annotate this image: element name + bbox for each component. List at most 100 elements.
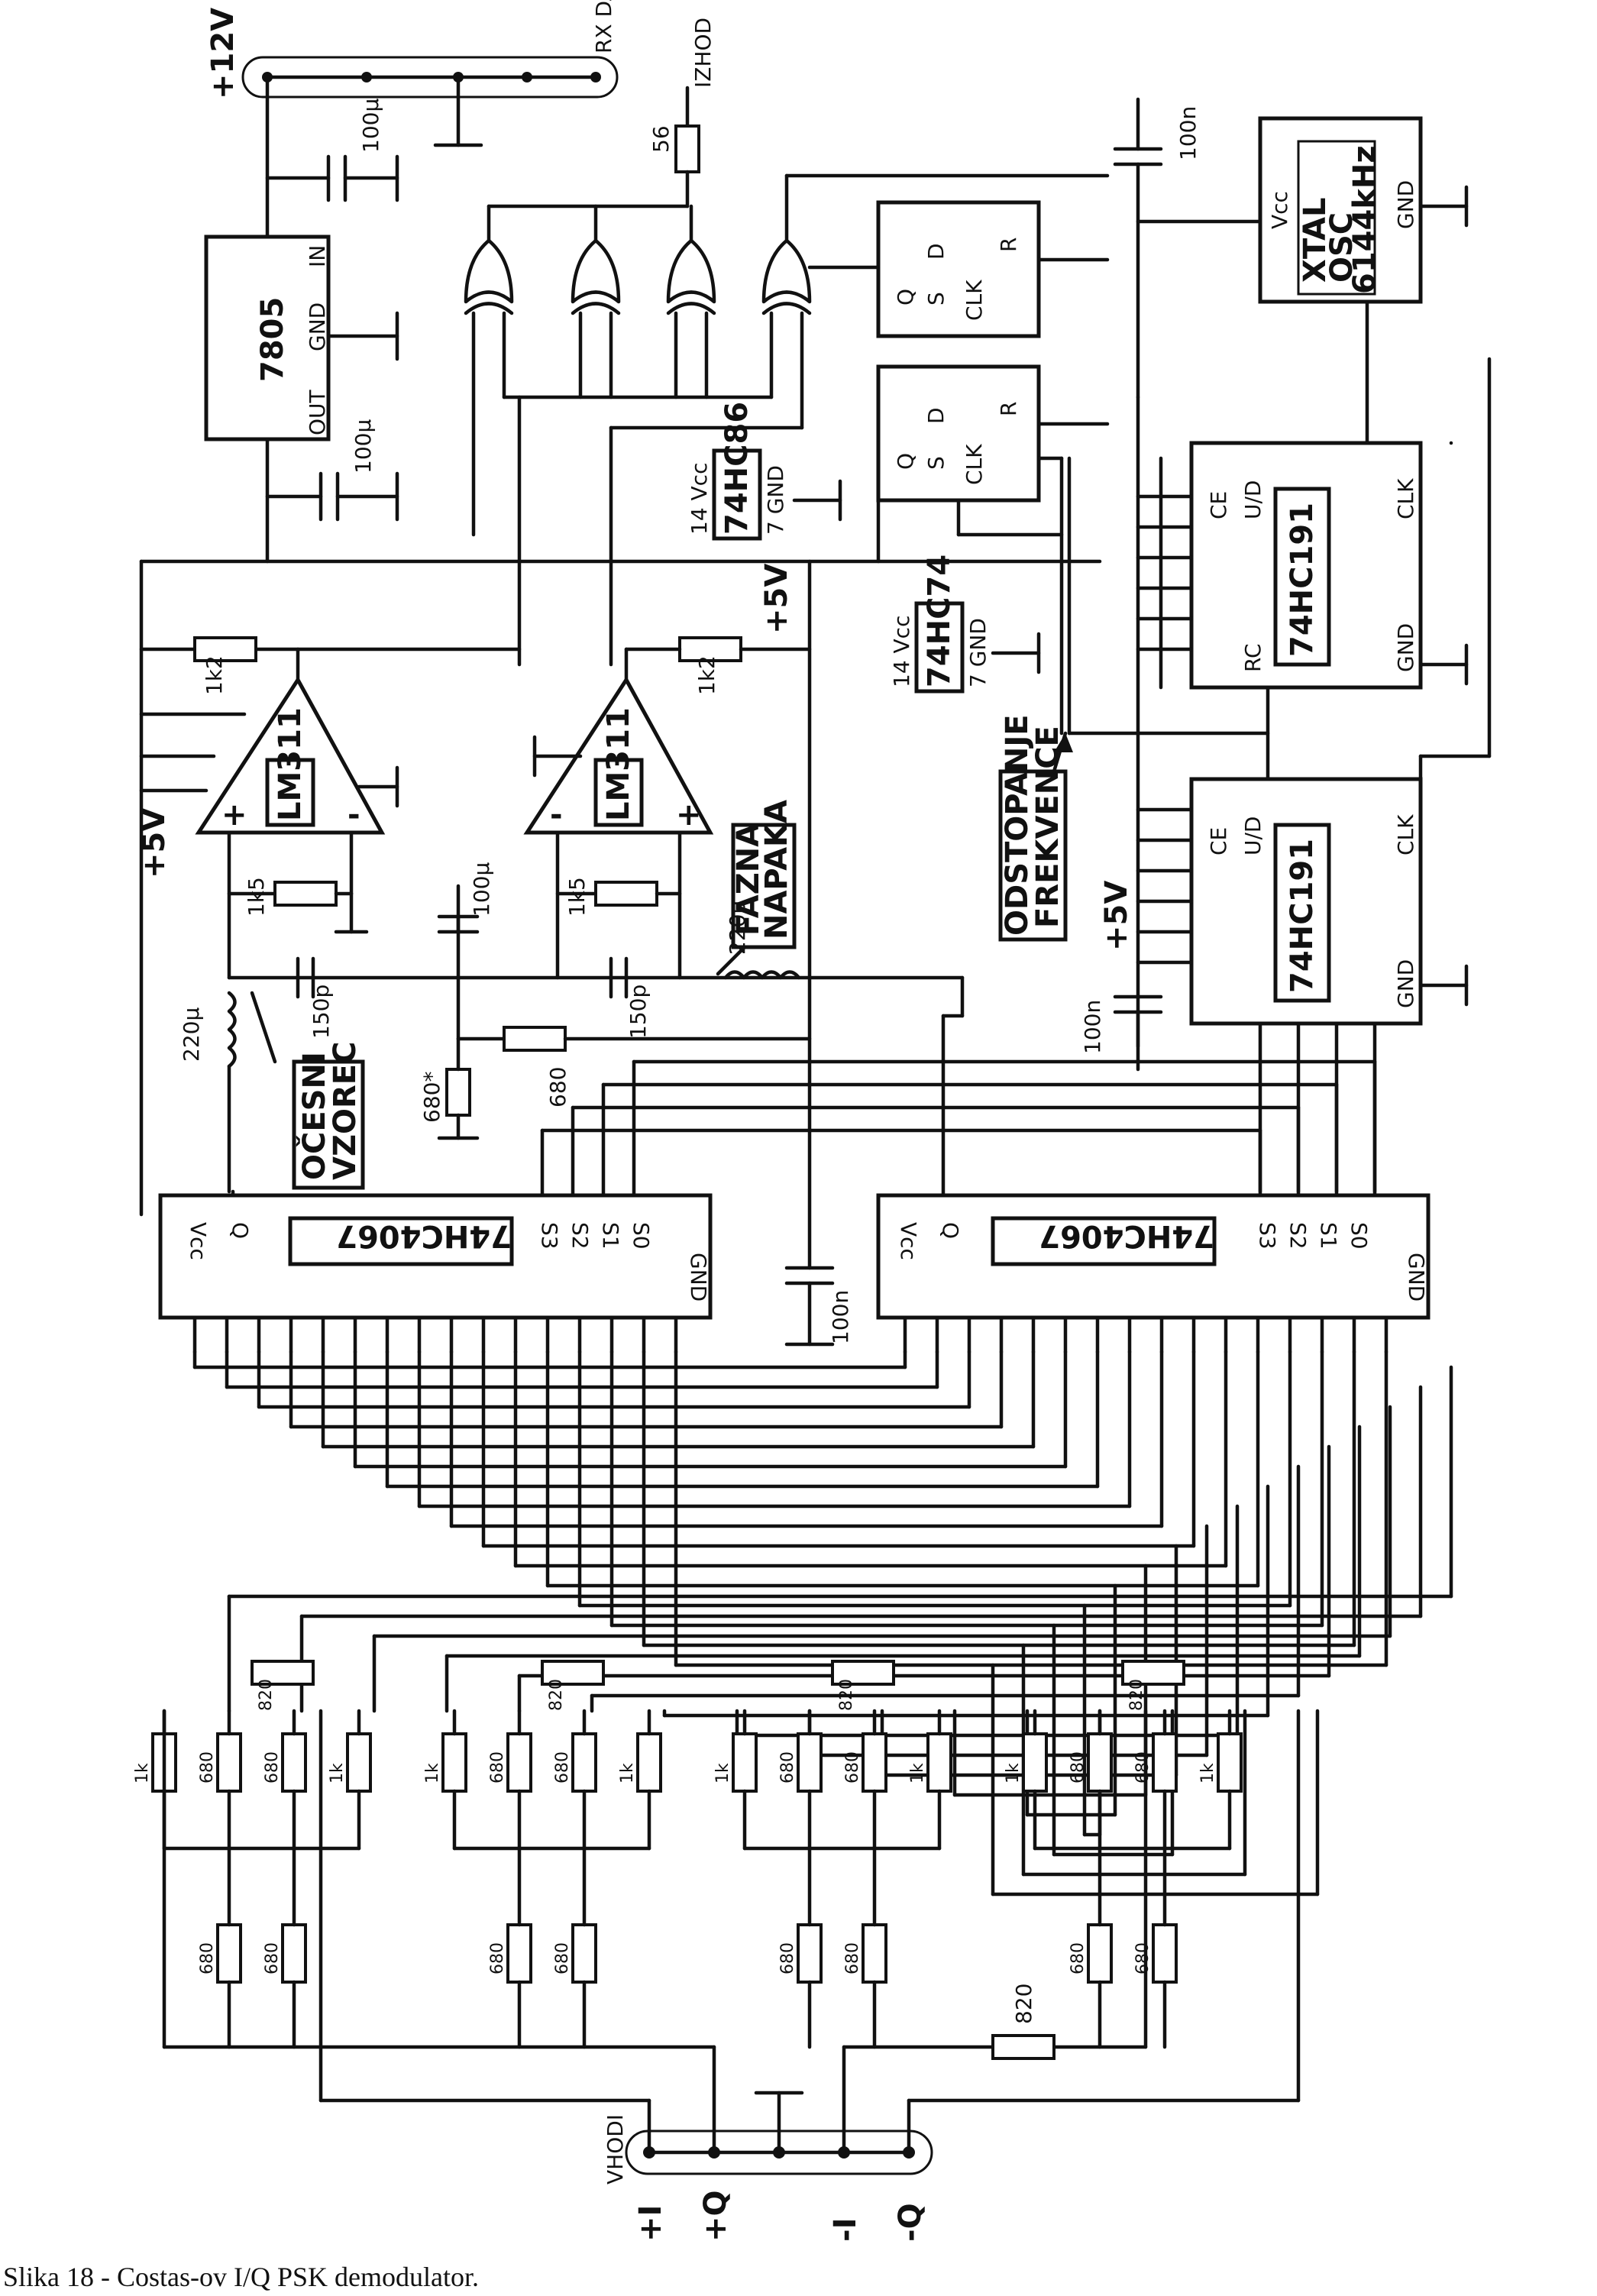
ladder-resistor-label: 680 (488, 1751, 507, 1783)
ff-ic-label: 74HC74 (922, 555, 957, 687)
osc-vcc: Vcc (1267, 191, 1292, 229)
l2-label: 220µ (725, 901, 750, 955)
xor-gates: 56 (464, 86, 1110, 667)
counter1-rc: RC (1240, 643, 1266, 672)
regulator-section: 100µ 7805 IN GND OUT 100µ (204, 75, 399, 564)
comparator-1: LM311 + - 1k2 1k5 (139, 636, 522, 980)
mux-74hc4067-2 (876, 1193, 1431, 1320)
mux1-gnd: GND (686, 1253, 711, 1302)
input-minus-i: -I (828, 2218, 863, 2242)
freq-dev-1: ODSTOPANJE (1000, 714, 1035, 936)
ladder-resistor-lower (862, 1923, 887, 1984)
ladder-resistor-upper (571, 1732, 597, 1793)
l1-label: 220µ (179, 1007, 204, 1062)
ff-vcc-label: 14 Vcc (889, 616, 914, 687)
mux2-vcc: Vcc (896, 1222, 921, 1260)
ladder-resistor-lower (216, 1923, 242, 1984)
ladder-resistor-label: 680 (263, 1751, 282, 1783)
resistor-820-input (991, 2034, 1056, 2060)
comp1-plus: + (221, 797, 247, 833)
c-dec3-label: 100n (828, 1290, 853, 1344)
plus12v-label: +12V (205, 8, 241, 99)
ladder-resistor-label: 680 (1133, 1751, 1152, 1783)
ladder-820-label: 820 (257, 1679, 276, 1711)
ladder-resistor-label: 680 (198, 1942, 217, 1974)
ladder-resistor-upper (1022, 1732, 1048, 1793)
counter1-clk: CLK (1393, 478, 1418, 519)
comparator-2: LM311 - + 1k2 1k5 (523, 636, 812, 980)
comp2-label: LM311 (601, 707, 636, 821)
resistor-56 (674, 125, 700, 173)
input-minus-q: -Q (893, 2203, 928, 2242)
ff2-r: R (996, 402, 1021, 416)
ff-gnd-label: 7 GND (965, 618, 991, 687)
ladder-resistor-upper (926, 1732, 952, 1793)
ladder-820-label: 820 (837, 1679, 856, 1711)
input-connector: VHODI +I +Q -I -Q 820 (162, 1709, 1301, 2242)
mux2-q: Q (938, 1222, 963, 1239)
ladder-resistor-upper (1087, 1732, 1113, 1793)
c150b-label: 150p (626, 985, 651, 1039)
center-5v-label: +5V (759, 564, 794, 634)
ladder-resistor-820 (1121, 1660, 1185, 1686)
mux-left: 74HC4067 Vcc Q S3 S2 S1 S0 GND (158, 1193, 713, 1320)
c-dec2-label: 100n (1080, 1000, 1105, 1054)
xor-gate-1 (464, 238, 514, 315)
mux2-label: 74HC4067 (1039, 1218, 1214, 1253)
r56-label: 56 (648, 125, 674, 153)
r680b-label: 680* (419, 1072, 445, 1123)
rx-data-label: RX DATA (RXD) (591, 0, 616, 53)
xor-gnd-label: 7 GND (763, 465, 788, 535)
sampled-1: OČESNI (296, 1052, 332, 1180)
phase-error-annotation: FAZNA NAPAKA (716, 800, 797, 976)
phase-error-2: NAPAKA (759, 800, 794, 939)
mux1-vcc: Vcc (186, 1222, 211, 1260)
ff1-clk: CLK (962, 280, 987, 321)
r1k5b-label: 1k5 (564, 877, 590, 917)
mux1-s2: S2 (567, 1222, 593, 1250)
ladder-resistor-label: 1k (713, 1763, 732, 1783)
resistor-680 (503, 1026, 567, 1052)
mux1-s0: S0 (629, 1222, 654, 1250)
xor-gate-2 (571, 238, 621, 315)
figure-caption: Slika 18 - Costas-ov I/Q PSK demodulator… (3, 2262, 479, 2292)
ff-ic-label-box (914, 601, 965, 694)
ladder-resistor-label: 680 (1068, 1751, 1088, 1783)
xor-vcc-label: 14 Vcc (687, 463, 712, 535)
c-dec1-label: 100n (1175, 106, 1201, 160)
mux2-s1: S1 (1316, 1222, 1341, 1250)
decoupling-cap-top: 100n (1113, 97, 1262, 399)
ladder-resistor-label: 680 (778, 1751, 797, 1783)
ff2-clk: CLK (962, 444, 987, 485)
ladder-resistor-upper (281, 1732, 307, 1793)
flipflop-2 (876, 364, 1041, 503)
input-plus-q: +Q (698, 2190, 733, 2242)
counter2-label: 74HC191 (1285, 839, 1320, 993)
r1k2b-label: 1k2 (694, 655, 719, 695)
loop-filter: 150p 150p 100µ 680 680* 220µ 220µ (179, 862, 965, 1194)
izhod-label: IZHOD (690, 18, 716, 88)
crystal-oscillator: XTAL OSC 6144kHz Vcc GND (1258, 116, 1469, 445)
ff1-s: S (923, 292, 949, 306)
mux1-s1: S1 (598, 1222, 623, 1250)
ladder-resistor-label: 1k (423, 1763, 442, 1783)
osc-xtal: XTAL (1298, 198, 1333, 283)
counter2-clk: CLK (1393, 814, 1418, 855)
ladder-resistor-label: 680 (1068, 1942, 1088, 1974)
freq-dev-2: FREKVENCE (1030, 726, 1065, 928)
counter1-gnd: GND (1393, 623, 1418, 672)
counter1-label: 74HC191 (1285, 503, 1320, 657)
regulator-out-label: OUT (305, 389, 330, 435)
xor-ic-label: 74HC86 (719, 402, 755, 535)
input-title: VHODI (603, 2114, 628, 2184)
weighting-bus (192, 1350, 1453, 1897)
mux1-q: Q (228, 1222, 253, 1239)
flip-flops: D S Q R CLK D S Q R CLK 74HC74 14 Vcc 7 … (807, 200, 1110, 736)
ff1-r: R (996, 238, 1021, 252)
ladder-resistor-820 (831, 1660, 895, 1686)
ladder-resistor-upper (1152, 1732, 1178, 1793)
counter2-gnd: GND (1393, 959, 1418, 1008)
resistor-1k5-a (273, 881, 338, 907)
